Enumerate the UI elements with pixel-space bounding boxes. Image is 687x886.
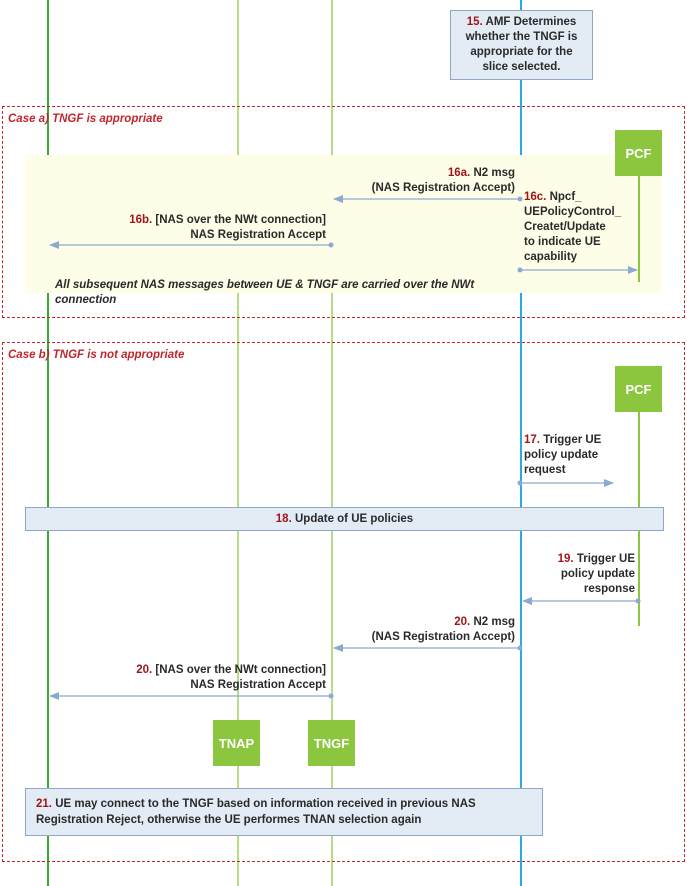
step-16a-label: 16a. N2 msg (NAS Registration Accept) [350,166,515,196]
case-a-box [2,106,685,318]
step-16a-line2: (NAS Registration Accept) [371,182,515,194]
step-20a-number: 20. [454,616,471,628]
step-21-note: 21. UE may connect to the TNGF based on … [25,788,543,836]
step-16b-line2: NAS Registration Accept [190,229,326,241]
step-20a-label: 20. N2 msg (NAS Registration Accept) [350,615,515,645]
step-16c-label: 16c. Npcf_ UEPolicyControl_ Createt/Upda… [524,190,644,265]
step-17-line2: policy update [524,449,599,461]
case-a-title: Case a) TNGF is appropriate [8,113,163,125]
step-19-line2: policy update [560,568,635,580]
step-17-number: 17. [524,434,540,446]
tngf-entity: TNGF [308,720,355,766]
step-19-number: 19. [557,553,574,565]
step-18-number: 18. [275,513,292,525]
step-19-line1: Trigger UE [576,553,635,565]
pcf-entity-bottom: PCF [615,366,662,412]
arrow-16a-origin [517,196,523,202]
step-16a-line1: N2 msg [473,167,515,179]
step-20b-number: 20. [136,664,153,676]
step-19-line3: response [583,583,635,595]
step-16c-line3: Createt/Update [524,221,606,233]
pcf-entity-top: PCF [615,130,662,176]
arrow-16c-origin [517,267,523,273]
tnap-entity: TNAP [213,720,260,766]
step-20a-line2: (NAS Registration Accept) [371,631,515,643]
step-17-line3: request [524,464,566,476]
case-b-box [2,342,685,862]
step-16b-label: 16b. [NAS over the NWt connection] NAS R… [100,213,326,243]
arrow-20a-origin [517,645,523,651]
pcf-lifeline-top [638,176,640,282]
ue-lifeline [47,0,49,886]
step-20b-label: 20. [NAS over the NWt connection] NAS Re… [100,663,326,693]
tnap-lifeline [237,0,239,886]
step-15-number: 15. [466,16,483,28]
case-b-title: Case b) TNGF is not appropriate [8,349,185,361]
step-16c-line4: to indicate UE [524,236,601,248]
arrow-20b-origin [328,693,334,699]
step-16c-line2: UEPolicyControl_ [524,206,622,218]
arrow-16b-origin [328,242,334,248]
arrow-19-origin [635,598,641,604]
step-16a-number: 16a. [447,167,471,179]
step-17-line1: Trigger UE [543,434,602,446]
step-15-note: 15. AMF Determines whether the TNGF is a… [450,10,593,80]
step-15-text: AMF Determines whether the TNGF is appro… [465,16,578,73]
step-16c-line1: Npcf_ [549,191,582,203]
arrow-17-origin [517,480,523,486]
step-20b-line1: [NAS over the NWt connection] [155,664,326,676]
step-18-text: Update of UE policies [294,513,414,525]
step-18-bar: 18. Update of UE policies [25,507,664,531]
step-20a-line1: N2 msg [473,616,515,628]
step-20b-line2: NAS Registration Accept [190,679,326,691]
step-21-text: UE may connect to the TNGF based on info… [36,798,476,826]
step-16b-line1: [NAS over the NWt connection] [155,214,326,226]
step-21-number: 21. [36,798,52,810]
step-17-label: 17. Trigger UE policy update request [524,433,624,478]
step-19-label: 19. Trigger UE policy update response [530,552,635,597]
case-a-note: All subsequent NAS messages between UE &… [55,279,475,306]
tngf-lifeline [331,0,333,886]
step-16c-number: 16c. [524,191,547,203]
amf-lifeline [520,0,522,886]
step-16c-line5: capability [524,251,578,263]
step-16b-number: 16b. [129,214,153,226]
